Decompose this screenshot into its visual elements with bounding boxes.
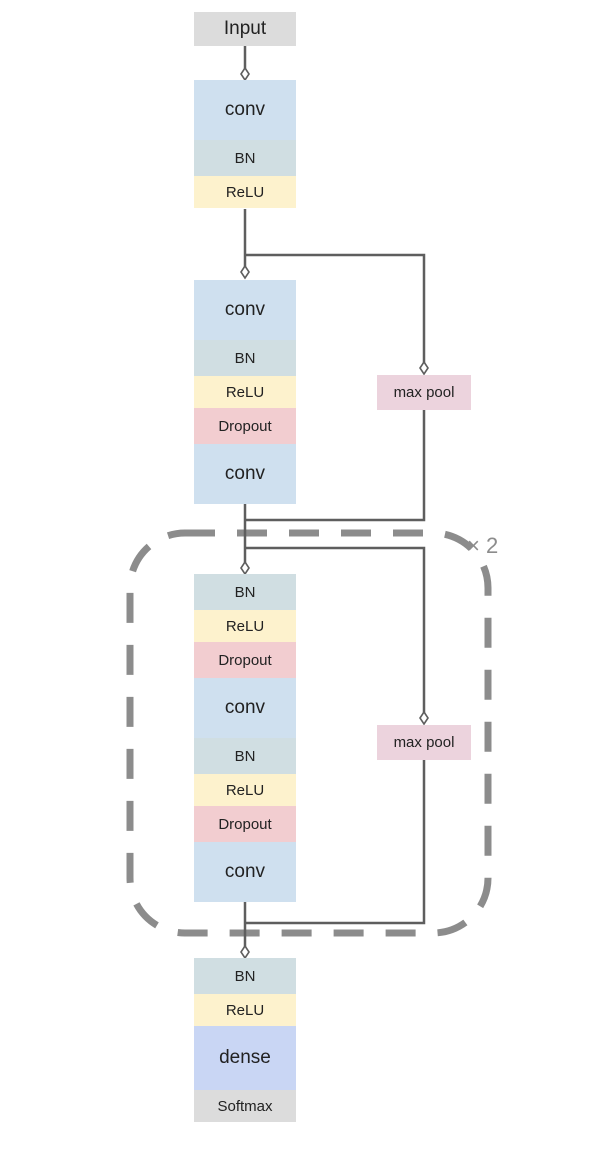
arrowhead <box>240 560 250 576</box>
stem-conv-layer: conv <box>194 80 296 140</box>
head-softmax-layer: Softmax <box>194 1090 296 1122</box>
repeat-relu-layer: ReLU <box>194 610 296 642</box>
repeat-bn-layer: BN <box>194 738 296 774</box>
max-pool-1: max pool <box>377 375 471 410</box>
block1-relu-layer: ReLU <box>194 376 296 408</box>
skip-connection-1-out <box>245 253 426 368</box>
repeat-conv-layer: conv <box>194 678 296 738</box>
head-bn-layer: BN <box>194 958 296 994</box>
input-layer: Input <box>194 12 296 46</box>
block1-conv-layer: conv <box>194 444 296 504</box>
block1-conv-layer: conv <box>194 280 296 340</box>
repeat-dropout-layer: Dropout <box>194 642 296 678</box>
repeat-dropout-layer: Dropout <box>194 806 296 842</box>
arrowhead <box>240 66 250 82</box>
repeat-bn-layer: BN <box>194 574 296 610</box>
arrowhead <box>419 360 429 376</box>
repeat-count-label: × 2 <box>467 533 499 558</box>
arrowhead <box>419 710 429 726</box>
repeat-conv-layer: conv <box>194 842 296 902</box>
max-pool-2: max pool <box>377 725 471 760</box>
stem-relu-layer: ReLU <box>194 176 296 208</box>
block1-bn-layer: BN <box>194 340 296 376</box>
block1-dropout-layer: Dropout <box>194 408 296 444</box>
skip-connection-1-in <box>245 410 426 522</box>
head-relu-layer: ReLU <box>194 994 296 1026</box>
arrowhead <box>240 944 250 960</box>
stem-bn-layer: BN <box>194 140 296 176</box>
repeat-group-outline <box>126 529 492 937</box>
repeat-relu-layer: ReLU <box>194 774 296 806</box>
arrowhead <box>240 264 250 280</box>
skip-connection-2-out <box>245 546 426 718</box>
skip-connection-2-in <box>245 760 426 925</box>
head-dense-layer: dense <box>194 1026 296 1090</box>
